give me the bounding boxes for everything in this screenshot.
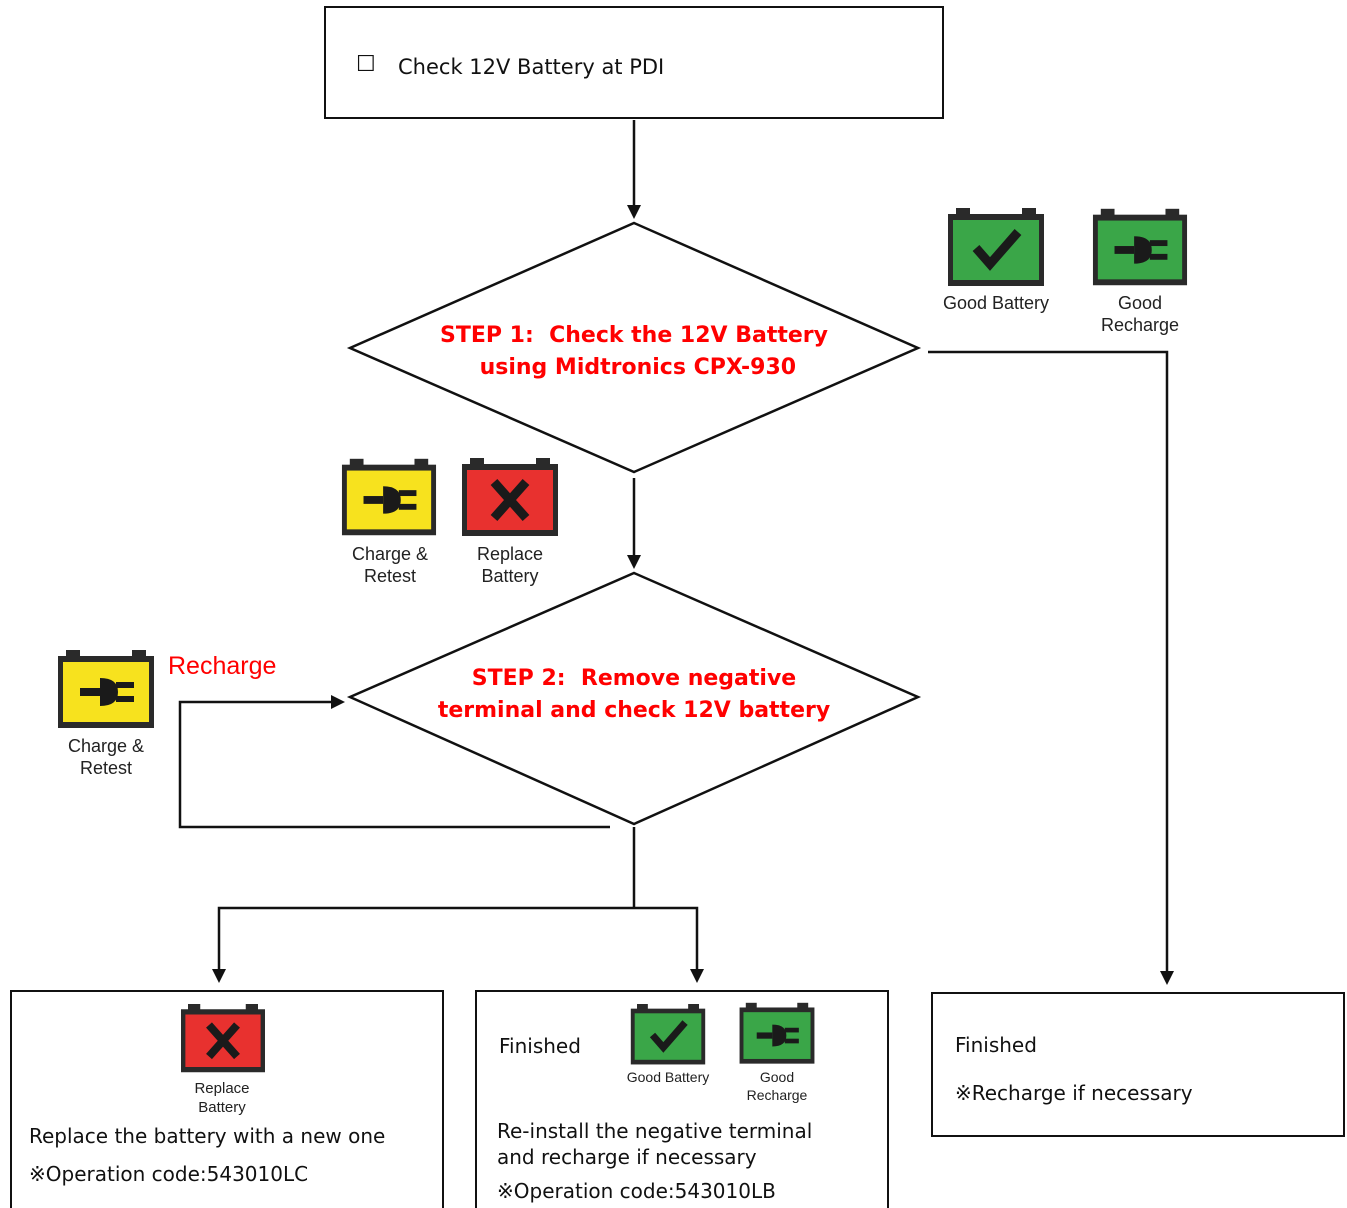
step2-text: STEP 2: Remove negative terminal and che… <box>437 666 831 723</box>
start-box: ☐ Check 12V Battery at PDI <box>324 6 944 119</box>
outcome-replace-icon <box>181 1004 265 1073</box>
outcome-reinstall-line3: ※Operation code:543010LB <box>497 1179 776 1203</box>
loop-charge-retest-icon <box>58 650 154 728</box>
outcome-replace-line2: ※Operation code:543010LC <box>29 1162 309 1186</box>
start-label: Check 12V Battery at PDI <box>398 55 665 79</box>
outcome-finished-box: Finished ※Recharge if necessary <box>931 992 1345 1137</box>
outcome-replace-caption: Replace Battery <box>194 1080 250 1116</box>
decision-step2 <box>346 571 922 826</box>
replace-battery-caption: Replace Battery <box>476 544 544 586</box>
good-recharge-icon <box>1092 208 1188 286</box>
recharge-loop-label: Recharge <box>168 652 277 680</box>
outcome-reinstall-line1: Re-install the negative terminal <box>497 1119 813 1143</box>
loop-charge-retest-caption: Charge & Retest <box>67 736 145 778</box>
charge-retest-caption: Charge & Retest <box>351 544 429 586</box>
good-battery-caption: Good Battery <box>942 293 1050 313</box>
outcome-good-battery-icon <box>630 1004 706 1065</box>
arrow-step1-to-finished <box>928 350 1174 985</box>
outcome-good-recharge-icon <box>739 1002 815 1064</box>
outcome-good-recharge-caption: Good Recharge <box>746 1069 808 1103</box>
replace-battery-icon <box>462 458 558 536</box>
outcome-finished-label: Finished <box>955 1033 1037 1057</box>
step1-text: STEP 1: Check the 12V Battery using Midt… <box>440 323 828 380</box>
outcome-replace-line1: Replace the battery with a new one <box>29 1124 386 1148</box>
outcome-replace-box: Replace Battery Replace the battery with… <box>10 990 444 1208</box>
checkbox-icon[interactable]: ☐ <box>356 52 376 77</box>
arrow-to-replace <box>212 906 634 983</box>
outcome-reinstall-finished: Finished <box>499 1034 581 1058</box>
outcome-finished-note: ※Recharge if necessary <box>955 1081 1193 1105</box>
outcome-reinstall-box: Finished Good Battery Good Recharge Re-i… <box>475 990 889 1208</box>
outcome-reinstall-line2: and recharge if necessary <box>497 1145 757 1169</box>
arrow-to-reinstall <box>634 906 704 983</box>
charge-retest-icon <box>341 458 437 536</box>
outcome-good-battery-caption: Good Battery <box>626 1069 710 1085</box>
recharge-loop-line <box>178 695 610 829</box>
good-recharge-caption: Good Recharge <box>1100 293 1180 335</box>
good-battery-icon <box>948 208 1044 286</box>
decision-step1 <box>346 221 922 474</box>
